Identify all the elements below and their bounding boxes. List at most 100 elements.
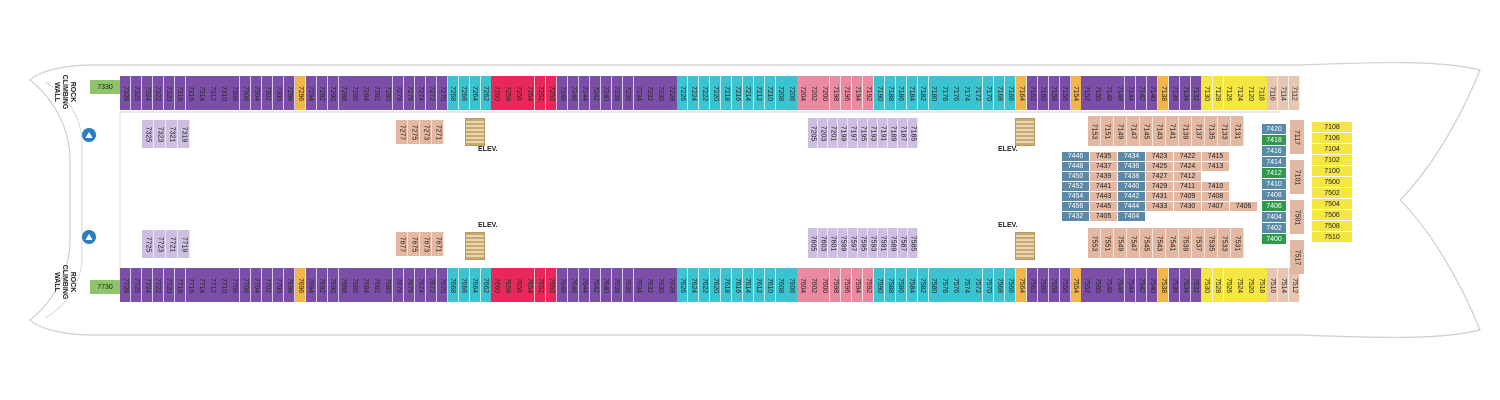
cabin-7612[interactable]: 7612	[753, 268, 765, 302]
cabin-7544[interactable]: 7544	[1125, 268, 1137, 302]
cabin-7151[interactable]: 7151	[1101, 116, 1114, 146]
cabin-7546[interactable]: 7546	[1114, 268, 1126, 302]
cabin-7146[interactable]: 7146	[1114, 76, 1126, 110]
cabin-7413[interactable]: 7413	[1202, 162, 1229, 171]
cabin-7719[interactable]: 7719	[178, 230, 190, 258]
cabin-7271[interactable]: 7271	[432, 120, 444, 144]
cabin-7402[interactable]: 7402	[1262, 223, 1286, 233]
cabin-7260[interactable]: 7260	[491, 76, 503, 110]
cabin-7130[interactable]: 7130	[1201, 76, 1213, 110]
cabin-7200[interactable]: 7200	[819, 76, 831, 110]
cabin-7526[interactable]: 7526	[1223, 268, 1235, 302]
cabin-7102[interactable]: 7102	[1312, 155, 1352, 165]
cabin-7143[interactable]: 7143	[1153, 116, 1166, 146]
cabin-7116[interactable]: 7116	[1267, 76, 1279, 110]
cabin-7234[interactable]: 7234	[633, 76, 645, 110]
cabin-7406[interactable]: 7406	[1230, 202, 1257, 211]
cabin-7728[interactable]: 7728	[120, 268, 132, 302]
cabin-7194[interactable]: 7194	[852, 76, 864, 110]
cabin-7252[interactable]: 7252	[535, 76, 547, 110]
cabin-7530[interactable]: 7530	[1201, 268, 1213, 302]
corner-cabin-top[interactable]: 7330	[90, 80, 120, 94]
cabin-7541[interactable]: 7541	[1166, 228, 1179, 258]
cabin-7186[interactable]: 7186	[895, 76, 907, 110]
cabin-7591[interactable]: 7591	[878, 228, 888, 258]
cabin-7442[interactable]: 7442	[1118, 192, 1145, 201]
cabin-7292[interactable]: 7292	[316, 76, 328, 110]
cabin-7316[interactable]: 7316	[185, 76, 197, 110]
cabin-7574[interactable]: 7574	[961, 268, 973, 302]
cabin-7524[interactable]: 7524	[1234, 268, 1246, 302]
cabin-7192[interactable]: 7192	[862, 76, 875, 110]
cabin-7160[interactable]: 7160	[1037, 76, 1049, 110]
cabin-7275[interactable]: 7275	[408, 120, 420, 144]
cabin-7288[interactable]: 7288	[338, 76, 350, 110]
cabin-7582[interactable]: 7582	[917, 268, 929, 302]
cabin-7400[interactable]: 7400	[1262, 234, 1286, 244]
cabin-7535[interactable]: 7535	[1205, 228, 1218, 258]
cabin-7120[interactable]: 7120	[1245, 76, 1257, 110]
cabin-7606[interactable]: 7606	[786, 268, 798, 302]
cabin-7185[interactable]: 7185	[908, 118, 918, 148]
cabin-7587[interactable]: 7587	[898, 228, 908, 258]
cabin-7104[interactable]: 7104	[1312, 144, 1352, 154]
cabin-7450[interactable]: 7450	[1062, 172, 1089, 181]
cabin-7596[interactable]: 7596	[841, 268, 853, 302]
cabin-7174[interactable]: 7174	[961, 76, 973, 110]
cabin-7149[interactable]: 7149	[1114, 116, 1127, 146]
cabin-7189[interactable]: 7189	[888, 118, 898, 148]
cabin-7673[interactable]: 7673	[420, 232, 432, 256]
cabin-7193[interactable]: 7193	[868, 118, 878, 148]
cabin-7410[interactable]: 7410	[1202, 182, 1229, 191]
cabin-7191[interactable]: 7191	[878, 118, 888, 148]
cabin-7632[interactable]: 7632	[644, 268, 656, 302]
cabin-7284[interactable]: 7284	[360, 76, 372, 110]
cabin-7534[interactable]: 7534	[1179, 268, 1192, 302]
cabin-7139[interactable]: 7139	[1179, 116, 1192, 146]
cabin-7238[interactable]: 7238	[611, 76, 623, 110]
cabin-7723[interactable]: 7723	[154, 230, 166, 258]
cabin-7294[interactable]: 7294	[305, 76, 317, 110]
cabin-7212[interactable]: 7212	[753, 76, 765, 110]
cabin-7722[interactable]: 7722	[152, 268, 164, 302]
cabin-7590[interactable]: 7590	[873, 268, 886, 302]
cabin-7124[interactable]: 7124	[1234, 76, 1246, 110]
cabin-7548[interactable]: 7548	[1103, 268, 1115, 302]
cabin-7578[interactable]: 7578	[939, 268, 951, 302]
cabin-7702[interactable]: 7702	[262, 268, 274, 302]
cabin-7172[interactable]: 7172	[972, 76, 984, 110]
cabin-7672[interactable]: 7672	[425, 268, 438, 302]
cabin-7414[interactable]: 7414	[1262, 157, 1286, 167]
cabin-7164[interactable]: 7164	[1015, 76, 1028, 110]
cabin-7517[interactable]: 7517	[1290, 240, 1304, 274]
cabin-7230[interactable]: 7230	[655, 76, 667, 110]
cabin-7595[interactable]: 7595	[858, 228, 868, 258]
cabin-7222[interactable]: 7222	[699, 76, 711, 110]
cabin-7246[interactable]: 7246	[567, 76, 580, 110]
cabin-7154[interactable]: 7154	[1070, 76, 1082, 110]
cabin-7282[interactable]: 7282	[371, 76, 383, 110]
cabin-7145[interactable]: 7145	[1140, 116, 1153, 146]
cabin-7142[interactable]: 7142	[1136, 76, 1148, 110]
cabin-7180[interactable]: 7180	[928, 76, 940, 110]
cabin-7584[interactable]: 7584	[906, 268, 918, 302]
cabin-7126[interactable]: 7126	[1223, 76, 1235, 110]
cabin-7620[interactable]: 7620	[710, 268, 722, 302]
cabin-7626[interactable]: 7626	[677, 268, 689, 302]
cabin-7218[interactable]: 7218	[720, 76, 733, 110]
cabin-7214[interactable]: 7214	[742, 76, 754, 110]
cabin-7570[interactable]: 7570	[983, 268, 995, 302]
cabin-7168[interactable]: 7168	[994, 76, 1006, 110]
cabin-7323[interactable]: 7323	[154, 120, 166, 148]
cabin-7407[interactable]: 7407	[1202, 202, 1229, 211]
cabin-7500[interactable]: 7500	[1312, 177, 1352, 187]
cabin-7158[interactable]: 7158	[1048, 76, 1060, 110]
cabin-7682[interactable]: 7682	[371, 268, 383, 302]
cabin-7638[interactable]: 7638	[611, 268, 623, 302]
cabin-7232[interactable]: 7232	[644, 76, 656, 110]
cabin-7446[interactable]: 7446	[1062, 152, 1089, 161]
cabin-7692[interactable]: 7692	[316, 268, 328, 302]
cabin-7662[interactable]: 7662	[480, 268, 492, 302]
cabin-7131[interactable]: 7131	[1231, 116, 1244, 146]
cabin-7678[interactable]: 7678	[393, 268, 405, 302]
